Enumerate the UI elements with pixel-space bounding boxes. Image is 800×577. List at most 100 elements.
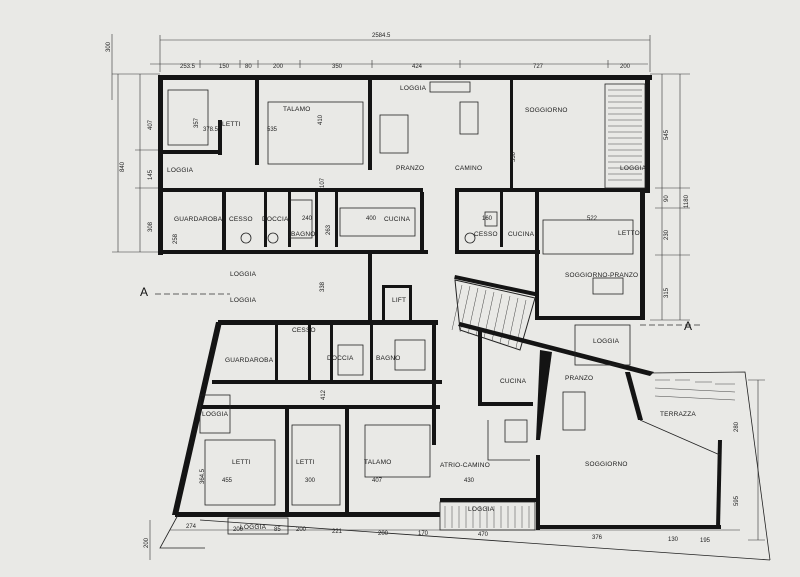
room-label-letti: LETTI: [222, 121, 241, 128]
dim-cucina-r: 160: [482, 216, 493, 222]
dim-left-0: 407: [148, 119, 154, 130]
dim-right-1: 90: [664, 195, 670, 202]
room-label-loggia-mid-b: LOGGIA: [230, 297, 257, 304]
furniture-upper: [167, 81, 634, 295]
room-label-lift: LIFT: [392, 297, 406, 304]
dim-bottom-4: 221: [332, 529, 343, 535]
room-label-cucina-right: CUCINA: [508, 231, 535, 238]
dim-bottom-atrio: 430: [464, 478, 475, 484]
dim-talamo-b: 535: [267, 127, 278, 133]
room-label-loggia-bottom-left: LOGGIA: [202, 411, 229, 418]
dimension-lines: [111, 34, 765, 560]
room-label-atrio-camino: ATRIO-CAMINO: [440, 462, 490, 469]
room-label-soggiorno-pranzo: SOGGIORNO-PRANZO: [565, 272, 638, 279]
dim-top-1: 150: [219, 64, 230, 70]
dim-left-scale: 300: [106, 41, 112, 52]
room-label-talamo-bottom: TALAMO: [364, 459, 391, 466]
dim-bottom-7: 470: [478, 532, 489, 538]
dim-bottom-letti-b: 300: [305, 478, 316, 484]
room-label-soggiorno-bottom: SOGGIORNO: [585, 461, 628, 468]
dim-bottom-left-scale: 200: [144, 537, 150, 548]
dim-top-4: 350: [332, 64, 343, 70]
room-label-doccia: DOCCIA: [262, 216, 289, 223]
dim-right-2: 230: [664, 229, 670, 240]
room-label-cesso-right: CESSO: [474, 231, 498, 238]
furniture-lower: [204, 339, 586, 506]
dim-bottom-8: 376: [592, 535, 603, 541]
dim-bottom-talamo: 407: [372, 478, 383, 484]
loggia-hatch-upper: [604, 83, 646, 189]
room-label-guardaroba: GUARDAROBA: [174, 216, 223, 223]
room-label-cesso-bottom: CESSO: [292, 327, 316, 334]
terrace-outline: [159, 371, 771, 561]
dim-bagno-h: 263: [326, 224, 332, 235]
dim-top-3: 200: [273, 64, 284, 70]
dim-bottom-3: 200: [296, 527, 307, 533]
room-label-soggiorno: SOGGIORNO: [525, 107, 568, 114]
dim-bottom-mid: 412: [321, 389, 327, 400]
dim-bottom-6: 170: [418, 531, 429, 537]
room-label-pranzo: PRANZO: [396, 165, 424, 172]
dim-bottom-left-h: 364.5: [200, 468, 206, 484]
room-label-doccia-bottom: DOCCIA: [327, 355, 354, 362]
room-label-camino: CAMINO: [455, 165, 482, 172]
section-mark-right: A: [684, 319, 692, 333]
dim-left-2: 308: [148, 221, 154, 232]
room-labels: LETTI TALAMO LOGGIA SOGGIORNO PRANZO CAM…: [167, 85, 696, 531]
dim-bagno: 240: [302, 216, 313, 222]
dim-top-0: 253.5: [180, 64, 196, 70]
dim-letti-a: 357: [194, 117, 200, 128]
dim-bottom-2: 85: [274, 527, 281, 533]
dim-letti-b: 378.5: [203, 127, 219, 133]
room-label-letti-a: LETTI: [232, 459, 251, 466]
dim-top-5: 424: [412, 64, 423, 70]
room-label-talamo: TALAMO: [283, 106, 310, 113]
dim-right-low-a: 595: [734, 495, 740, 506]
dim-bottom-5: 200: [378, 531, 389, 537]
dim-left-1: 145: [148, 169, 154, 180]
dim-right-total: 1180: [684, 194, 690, 208]
room-label-bagno-bottom: BAGNO: [376, 355, 400, 362]
dim-bottom-1: 200: [233, 527, 244, 533]
room-label-loggia-bottom-a: LOGGIA: [468, 506, 495, 513]
dim-right-low-b: 280: [734, 421, 740, 432]
dim-bottom-10: 195: [700, 538, 711, 544]
dim-guard: 258: [173, 233, 179, 244]
room-label-cucina-bottom: CUCINA: [500, 378, 527, 385]
dim-overall: 2584.5: [372, 33, 391, 39]
room-label-loggia-right-mid: LOGGIA: [593, 338, 620, 345]
room-label-loggia: LOGGIA: [400, 85, 427, 92]
room-label-letto: LETTO: [618, 230, 640, 237]
dim-depth: 107: [320, 177, 326, 188]
lower-block-walls: [172, 320, 722, 530]
dim-right-0: 545: [664, 129, 670, 140]
dim-stair: 338: [320, 281, 326, 292]
dim-top-6: 727: [533, 64, 544, 70]
loggia-hatch-lower: [199, 324, 631, 535]
dim-cucina: 400: [366, 216, 377, 222]
dim-left-total: 840: [120, 161, 126, 172]
dim-bottom-9: 130: [668, 537, 679, 543]
room-label-cesso: CESSO: [229, 216, 253, 223]
room-label-guardaroba-bottom: GUARDAROBA: [225, 357, 274, 364]
room-label-loggia-left: LOGGIA: [167, 167, 194, 174]
room-label-loggia-bottom-b: LOGGIA: [240, 524, 267, 531]
dim-bottom-0: 274: [186, 524, 197, 530]
dim-bottom-letti-a: 455: [222, 478, 233, 484]
room-label-loggia-mid-a: LOGGIA: [230, 271, 257, 278]
dim-right-3: 315: [664, 287, 670, 298]
room-label-bagno: BAGNO: [291, 231, 315, 238]
room-label-pranzo-bottom: PRANZO: [565, 375, 593, 382]
dim-top-2: 80: [245, 64, 252, 70]
dim-top-7: 200: [620, 64, 631, 70]
dimension-labels: 2584.5 253.5 150 80 200 350 424 727 200 …: [106, 33, 740, 548]
dim-letto: 522: [587, 216, 598, 222]
dim-talamo-a: 410: [318, 114, 324, 125]
upper-block-walls: [158, 75, 652, 322]
room-label-letti-b: LETTI: [296, 459, 315, 466]
dim-pranzo: 530: [511, 151, 517, 162]
section-mark-left: A: [140, 285, 148, 299]
room-label-cucina: CUCINA: [384, 216, 411, 223]
